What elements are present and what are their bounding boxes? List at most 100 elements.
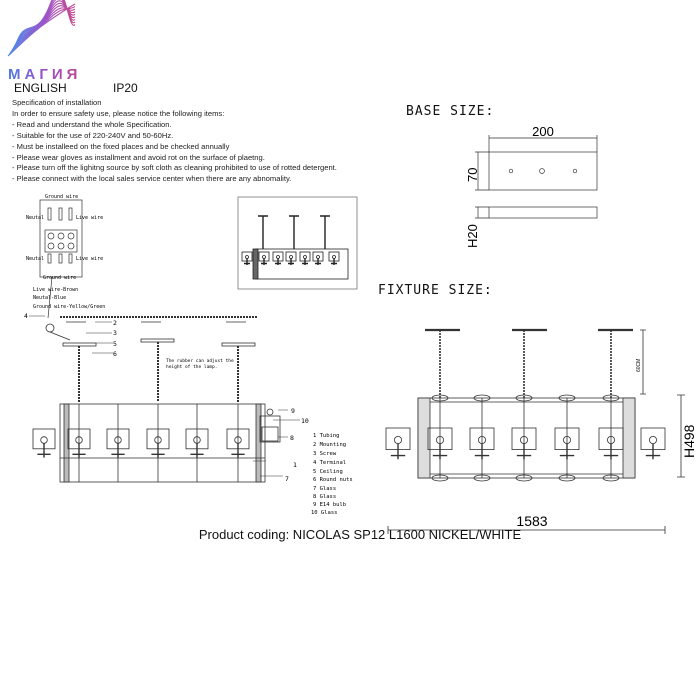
wiring-ground-top: Ground wire (45, 194, 78, 200)
inset-fixture-thumbnail (237, 196, 358, 290)
callout-2: 2 (113, 319, 117, 327)
logo-waves-icon (7, 0, 76, 57)
spec-title: Specification of installation (12, 98, 102, 107)
legend-item: 1 Tubing (313, 433, 340, 439)
brand-logo: МАГИЯ (8, 66, 82, 83)
legend-item: 2 Mounting (313, 442, 346, 448)
callout-9: 9 (291, 407, 295, 415)
callout-5: 5 (113, 340, 117, 348)
callout-8: 8 (290, 434, 294, 442)
fixture-height-label: H498 (681, 424, 697, 458)
rod-connector (431, 394, 449, 402)
lamp-holder (288, 258, 294, 265)
rod-connector (558, 394, 576, 402)
bulb-icon (266, 408, 274, 416)
rod-connector (473, 474, 491, 482)
base-depth-label: 70 (465, 168, 480, 182)
wave-line (9, 7, 76, 54)
fixture-lamps (385, 394, 666, 482)
ip-rating: IP20 (113, 81, 138, 95)
bulb-icon (276, 255, 280, 259)
legend-item: 5 Ceiling (313, 469, 343, 475)
lamp-holder (331, 258, 337, 265)
wiring-ground-bottom: Ground wire (43, 275, 76, 281)
lamp-holder (275, 258, 281, 265)
fixture-size-drawing (387, 328, 685, 534)
legend-item: 6 Round nuts (313, 477, 353, 483)
rubber-note-line2: height of the lamp. (166, 364, 217, 370)
lamp-holder (261, 258, 267, 265)
rod-connector (515, 394, 533, 402)
callout-4: 4 (24, 312, 28, 320)
wave-line (15, 0, 76, 46)
bulb-icon (393, 435, 402, 444)
lamp-holder (244, 258, 250, 265)
bulb-icon (316, 255, 320, 259)
installation-diagram (45, 316, 281, 483)
parts-legend: 1 Tubing 2 Mounting 3 Screw 4 Terminal 5… (311, 433, 353, 516)
wave-line (7, 3, 76, 57)
spec-item: - Read and understand the whole Specific… (12, 119, 172, 129)
callout-3: 3 (113, 329, 117, 337)
wiring-diagram (39, 199, 83, 319)
callout-lines (29, 315, 300, 477)
lamp-holder (315, 258, 321, 265)
chain-length-label: 60CM (636, 359, 642, 372)
fixture-size-heading: FIXTURE SIZE: (378, 283, 493, 298)
lamp-holder (37, 443, 51, 458)
bulb-icon (40, 436, 48, 444)
lamp-holder (645, 443, 661, 460)
legend-item: 8 Glass (313, 494, 336, 500)
base-height-label: H20 (465, 224, 480, 248)
rod-connector (431, 474, 449, 482)
spec-item: - Please connect with the local sales se… (12, 174, 292, 184)
wave-line (8, 6, 76, 56)
wiring-neutral-bottom: Neutal (26, 256, 44, 262)
bulb-icon (289, 255, 293, 259)
callout-1: 1 (293, 461, 297, 469)
base-size-drawing (475, 135, 598, 219)
rod-connector (602, 474, 620, 482)
callout-7: 7 (285, 475, 289, 483)
specification-text: Specification of installation In order t… (12, 98, 337, 185)
wire-color-neutral: Neutal-Blue (33, 295, 66, 301)
lamp-holder (390, 443, 406, 460)
spec-item: - Suitable for the use of 220-240V and 5… (12, 130, 174, 140)
wave-line (10, 5, 76, 53)
spec-item: - Must be installeed on the fixed places… (12, 141, 230, 151)
wiring-live-top: Live wire (76, 215, 103, 221)
legend-item: 10 Glass (311, 510, 338, 516)
wire-color-live: Live wire-Brown (33, 287, 78, 293)
bulb-icon (649, 435, 658, 444)
bulb-icon (303, 255, 307, 259)
callout-6: 6 (113, 350, 117, 358)
wiring-neutral-top: Neutal (26, 215, 44, 221)
bulb-icon (332, 255, 336, 259)
fixture-length-label: 1583 (516, 513, 547, 529)
rod-connector (515, 474, 533, 482)
base-size-heading: BASE SIZE: (406, 104, 495, 119)
legend-item: 7 Glass (313, 486, 336, 492)
wire-color-ground: Ground wire-Yellow/Green (33, 304, 105, 310)
rod-connector (558, 474, 576, 482)
spec-item: - Please turn off the lighitng source by… (12, 163, 337, 173)
lamp-holder (302, 258, 308, 265)
wave-line (11, 3, 76, 52)
bulb-icon (245, 255, 249, 259)
wiring-live-bottom: Live wire (76, 256, 103, 262)
legend-item: 4 Terminal (313, 460, 346, 466)
callout-10: 10 (301, 417, 309, 425)
base-width-label: 200 (532, 124, 554, 139)
legend-item: 3 Screw (313, 451, 337, 457)
rod-connector (473, 394, 491, 402)
rod-connector (602, 394, 620, 402)
legend-item: 9 E14 bulb (313, 502, 346, 508)
inset-lamps (241, 251, 340, 265)
language-label: ENGLISH (14, 81, 67, 95)
spec-intro: In order to ensure safety use, please no… (12, 108, 225, 118)
bulb-icon (262, 255, 266, 259)
install-lamps (32, 404, 274, 482)
rubber-note-line1: The rubber can adjust the (166, 358, 234, 364)
product-coding: Product coding: NICOLAS SP12 L1600 NICKE… (198, 527, 522, 542)
